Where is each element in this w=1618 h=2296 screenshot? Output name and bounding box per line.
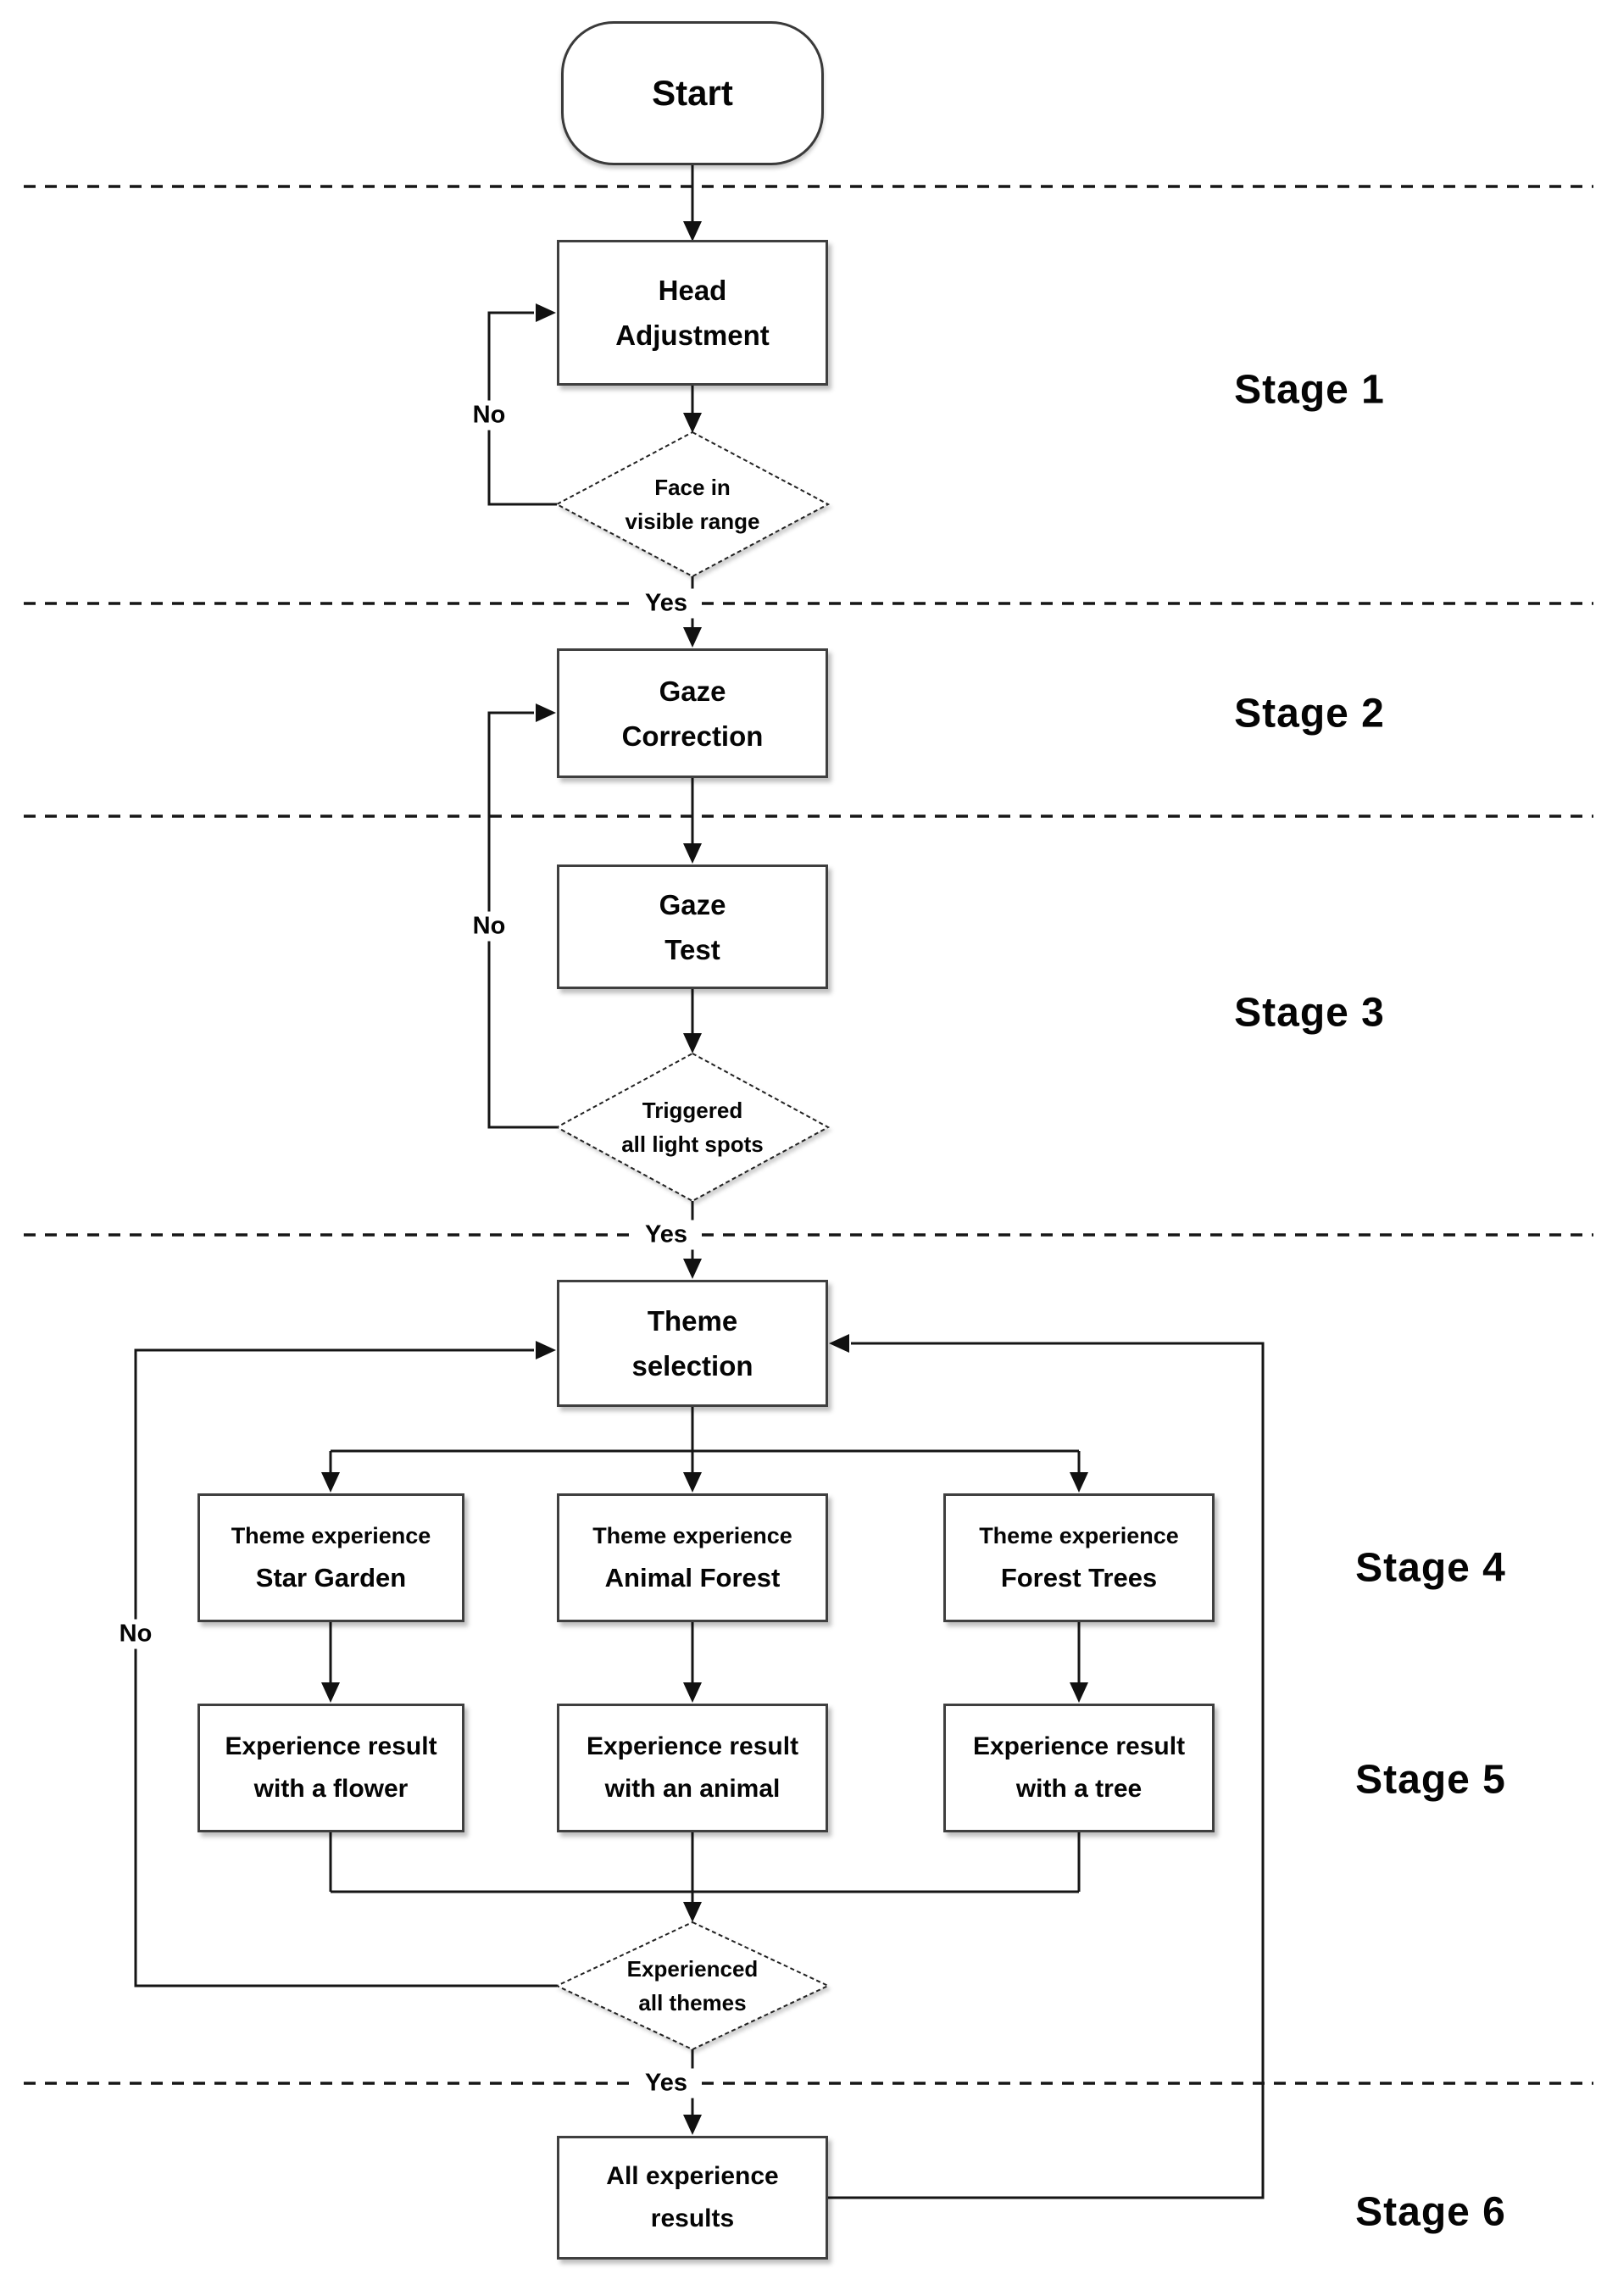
arrowhead-into-result-animal (683, 1682, 702, 1703)
node-theme-star-garden: Theme experience Star Garden (197, 1493, 464, 1622)
diamond-triggered-line2: all light spots (621, 1131, 764, 1157)
node-result-animal-line1: Experience result (586, 1732, 799, 1760)
stage-label-1: Stage 1 (1234, 367, 1385, 413)
node-gaze-test: Gaze Test (557, 864, 828, 989)
edge-feedback-all-results-to-theme-selection (828, 1342, 1265, 2199)
diamond-triggered-all-light-spots (554, 1052, 831, 1203)
node-theme-star-garden-line2: Star Garden (255, 1563, 407, 1593)
edge-no-loop-experienced-to-theme-selection (134, 1348, 557, 1987)
node-theme-selection-line2: selection (631, 1350, 753, 1381)
node-all-experience-results-line2: results (650, 2204, 735, 2232)
stage-label-6: Stage 6 (1355, 2189, 1506, 2235)
stage-label-4: Stage 4 (1355, 1545, 1506, 1591)
node-gaze-correction: Gaze Correction (557, 648, 828, 778)
diamond-experienced-line1: Experienced (626, 1956, 759, 1982)
node-result-tree-line1: Experience result (972, 1732, 1186, 1760)
arrowheads (321, 221, 1088, 2135)
arrowhead-no-into-gaze-correction (536, 703, 556, 722)
stage-label-5: Stage 5 (1355, 1757, 1506, 1803)
node-theme-forest-trees-line2: Forest Trees (1000, 1563, 1158, 1593)
arrowhead-into-gaze-test (683, 843, 702, 864)
node-gaze-correction-line2: Correction (621, 720, 764, 752)
diamond-experienced-line2: all themes (638, 1990, 747, 2015)
edge-label-yes-triggered: Yes (637, 1220, 695, 1250)
node-gaze-test-line2: Test (664, 933, 720, 965)
arrowhead-into-result-tree (1070, 1682, 1088, 1703)
diamond-face-in-visible-range-text: Face in visible range (557, 432, 828, 576)
node-theme-star-garden-line1: Theme experience (231, 1523, 431, 1548)
node-result-animal: Experience result with an animal (557, 1704, 828, 1832)
decision-diamonds (554, 431, 831, 2051)
arrowhead-no-into-theme-selection-left (536, 1341, 556, 1359)
arrowhead-into-face-diamond (683, 413, 702, 433)
edge-label-yes-face: Yes (637, 588, 695, 619)
node-theme-forest-trees-line1: Theme experience (979, 1523, 1179, 1548)
diamond-triggered-line1: Triggered (642, 1098, 743, 1123)
diamond-face-line2: visible range (625, 509, 760, 534)
stage-separator-lines (24, 185, 1593, 2085)
start-terminal: Start (561, 21, 824, 165)
node-theme-selection: Theme selection (557, 1280, 828, 1407)
node-head-adjustment: Head Adjustment (557, 240, 828, 386)
arrowhead-no-into-head-adjustment (536, 303, 556, 322)
node-result-tree-line2: with a tree (1015, 1775, 1143, 1803)
node-result-tree: Experience result with a tree (943, 1704, 1215, 1832)
diamond-face-line1: Face in (654, 475, 731, 500)
node-gaze-correction-line1: Gaze (659, 675, 726, 707)
arrowhead-into-theme-forest (1070, 1472, 1088, 1493)
arrowhead-into-head-adjustment (683, 221, 702, 242)
arrowhead-into-theme-star (321, 1472, 340, 1493)
edge-label-no-triggered: No (464, 911, 514, 942)
arrowhead-into-theme-animal (683, 1472, 702, 1493)
node-all-experience-results: All experience results (557, 2136, 828, 2260)
arrowhead-into-triggered-diamond (683, 1033, 702, 1053)
diamond-triggered-text: Triggered all light spots (557, 1053, 828, 1201)
arrowhead-into-theme-selection (683, 1259, 702, 1279)
node-result-flower: Experience result with a flower (197, 1704, 464, 1832)
node-all-experience-results-line1: All experience (606, 2162, 779, 2190)
node-head-adjustment-line1: Head (658, 275, 727, 306)
edge-label-yes-experienced: Yes (637, 2068, 695, 2099)
stage-label-2: Stage 2 (1234, 691, 1385, 737)
arrowhead-into-gaze-correction (683, 627, 702, 648)
node-theme-animal-forest-line1: Theme experience (592, 1523, 792, 1548)
node-head-adjustment-line2: Adjustment (615, 320, 770, 351)
node-theme-selection-line1: Theme (647, 1305, 738, 1337)
diamond-experienced-text: Experienced all themes (557, 1922, 828, 2049)
arrowhead-into-result-flower (321, 1682, 340, 1703)
node-theme-animal-forest-line2: Animal Forest (604, 1563, 781, 1593)
edge-label-no-face: No (464, 400, 514, 431)
node-result-animal-line2: with an animal (604, 1775, 781, 1803)
arrowhead-into-all-results (683, 2115, 702, 2135)
edge-label-no-experienced: No (111, 1619, 160, 1649)
arrowhead-feedback-into-theme-selection-right (829, 1334, 849, 1353)
node-theme-animal-forest: Theme experience Animal Forest (557, 1493, 828, 1622)
start-label: Start (652, 73, 733, 113)
diamond-face-in-visible-range (554, 431, 831, 578)
arrowhead-into-experienced-diamond (683, 1902, 702, 1922)
node-gaze-test-line1: Gaze (659, 888, 726, 920)
node-theme-forest-trees: Theme experience Forest Trees (943, 1493, 1215, 1622)
node-result-flower-line1: Experience result (225, 1732, 437, 1760)
stage-label-3: Stage 3 (1234, 990, 1385, 1036)
node-result-flower-line2: with a flower (253, 1775, 409, 1803)
